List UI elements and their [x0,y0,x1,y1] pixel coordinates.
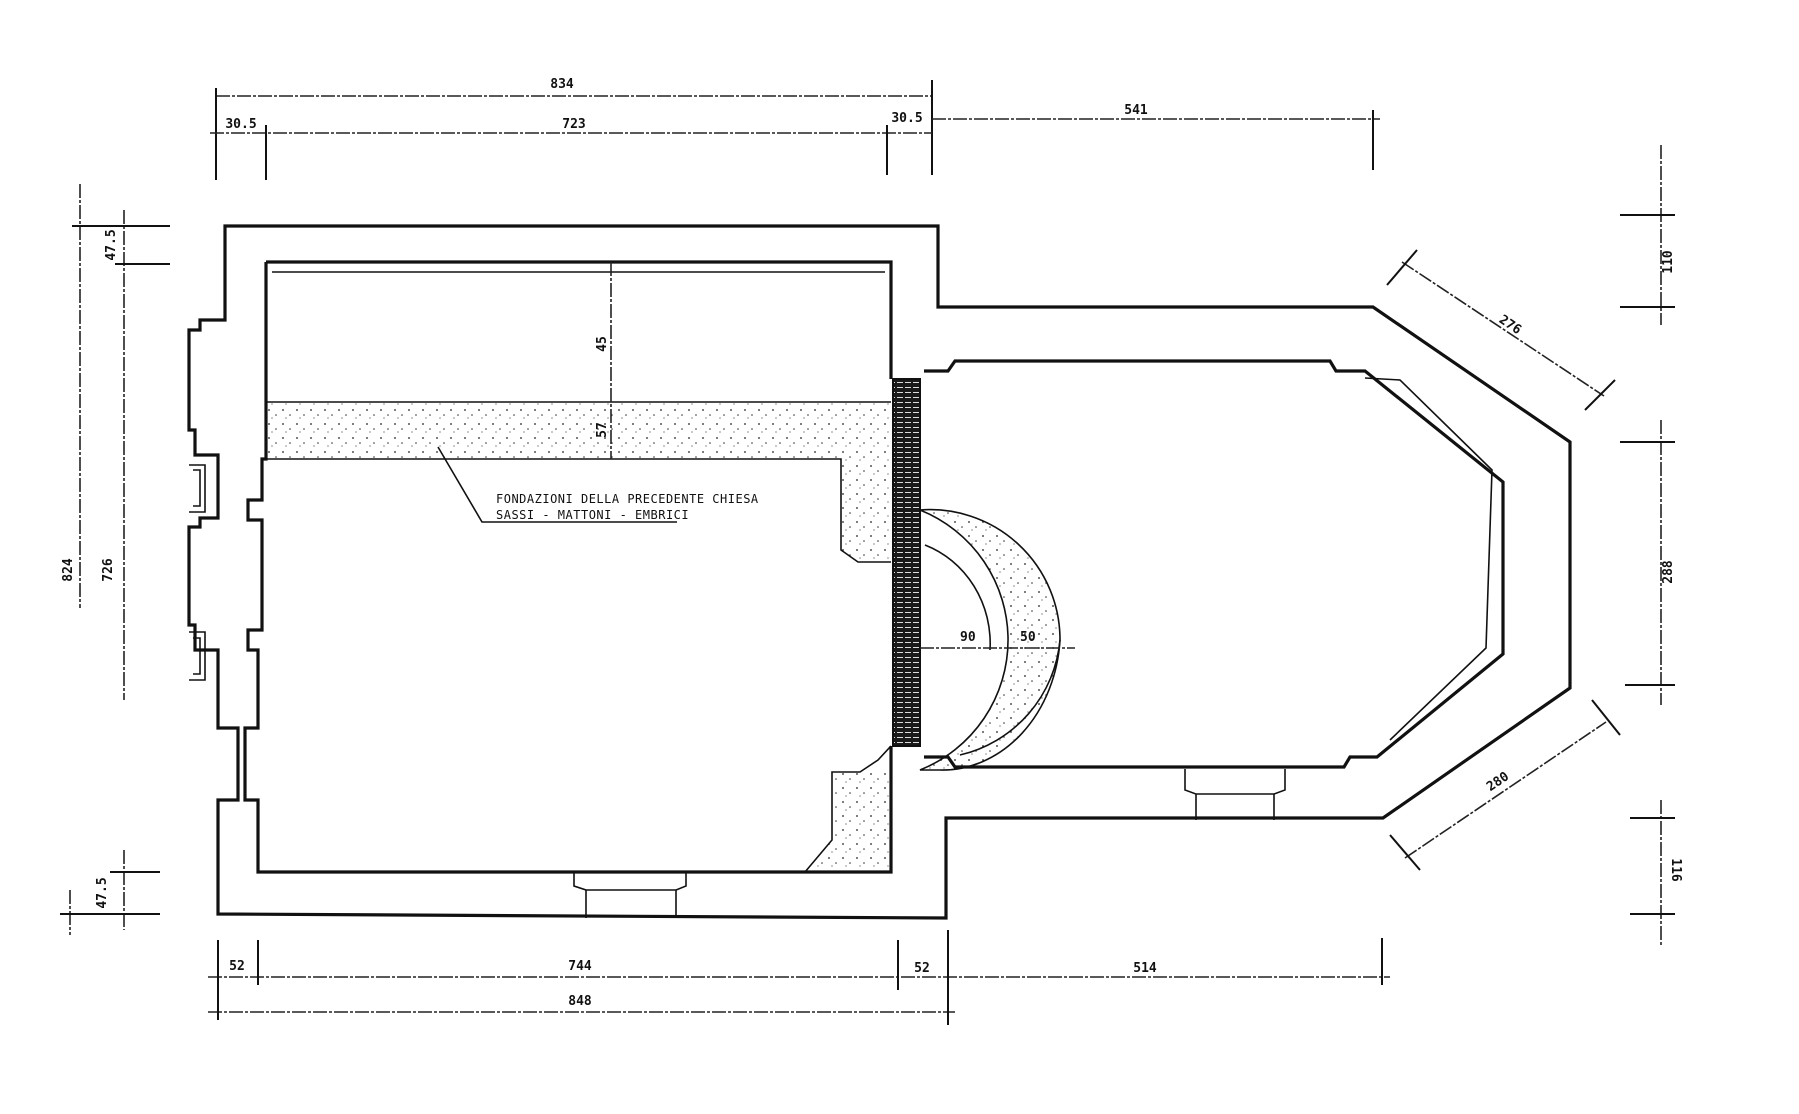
dim-top-nave: 723 [562,117,585,132]
dim-left-inner: 726 [101,558,116,582]
dim-top-left-wall: 30.5 [225,117,256,132]
dim-diagonal-bottom: 280 [1484,769,1512,795]
dim-bottom-nave: 744 [568,959,592,974]
left-dimensions: 824 726 47.5 47.5 [60,184,170,935]
dim-top-chancel: 541 [1124,103,1148,118]
nave-door [573,872,687,918]
dim-left-top-wall: 47.5 [104,229,119,260]
dim-right-top: 110 [1661,250,1676,274]
dim-arc-inner: 90 [960,630,976,645]
chancel-door [1184,769,1286,820]
dim-left-overall: 824 [61,558,76,582]
dim-diagonal-top: 276 [1496,312,1524,338]
top-dimensions: 834 30.5 723 30.5 541 [210,77,1380,180]
annotation-line-1: FONDAZIONI DELLA PRECEDENTE CHIESA [496,492,759,506]
dim-bottom-right-wall: 52 [914,961,930,976]
dim-right-bottom: 116 [1668,858,1683,882]
right-dimensions: 110 288 116 276 280 [1386,145,1683,945]
dim-left-bottom-wall: 47.5 [95,877,110,908]
dim-arc-width: 50 [1020,630,1036,645]
brick-wall [892,378,921,747]
previous-church-foundations [266,402,1061,872]
annotation-leader [437,446,677,523]
outer-wall [187,224,1572,920]
dim-top-overall: 834 [550,77,574,92]
dim-top-right-wall: 30.5 [891,111,922,126]
dim-interior-upper: 45 [595,336,610,352]
dim-bottom-overall: 848 [568,994,592,1009]
annotation-line-2: SASSI - MATTONI - EMBRICI [496,508,689,522]
chancel-inner-wall [924,359,1505,769]
dim-bottom-chancel: 514 [1133,961,1157,976]
dim-right-middle: 288 [1661,560,1676,584]
dim-bottom-left-wall: 52 [229,959,245,974]
bottom-dimensions: 52 744 52 514 848 [208,930,1390,1025]
nave-inner-wall [243,260,893,874]
dim-interior-band: 57 [595,422,610,438]
